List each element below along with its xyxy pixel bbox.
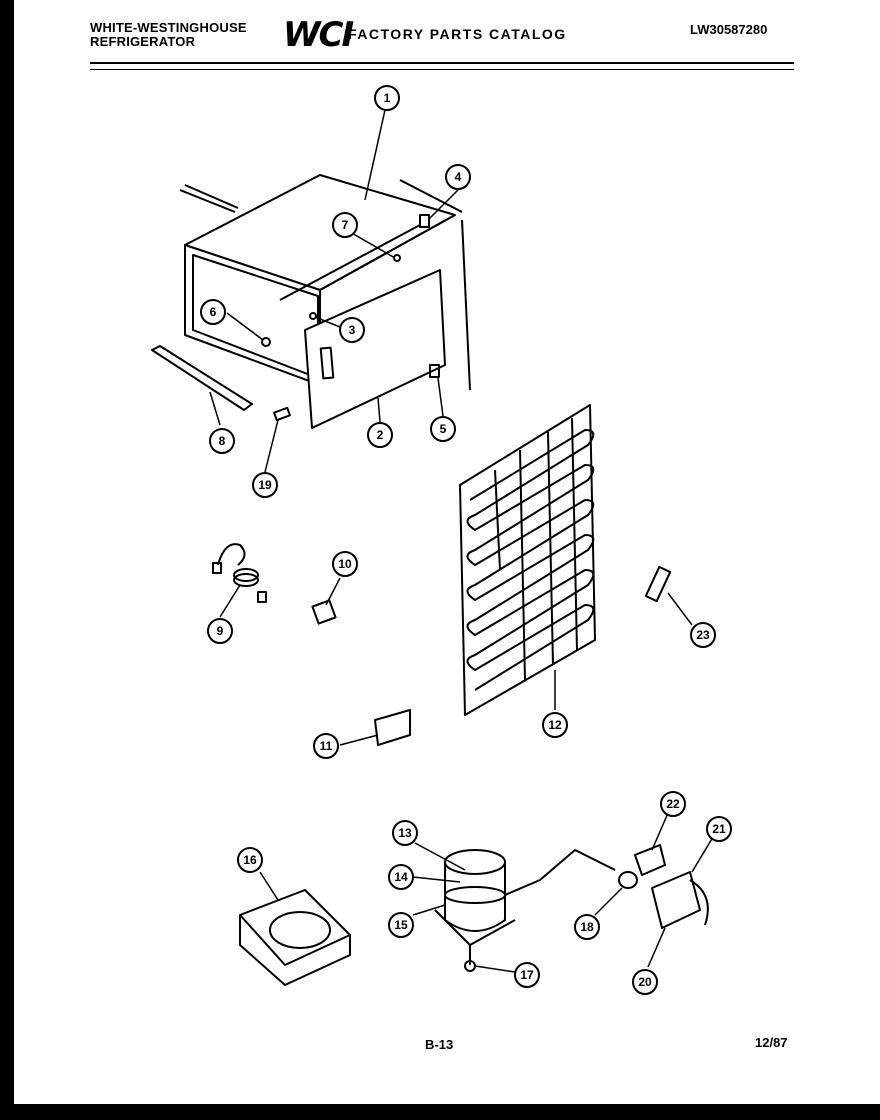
callout-21: 21 [706, 816, 732, 842]
svg-text:16: 16 [243, 853, 257, 867]
svg-text:22: 22 [666, 797, 680, 811]
svg-text:2: 2 [377, 428, 384, 442]
base-plate-part [239, 889, 351, 986]
door-part [304, 179, 471, 429]
evaporator-coil-part [459, 404, 596, 716]
relay-part-22 [634, 844, 666, 876]
leader-lines [209, 109, 714, 973]
svg-text:23: 23 [696, 628, 710, 642]
svg-text:11: 11 [320, 739, 333, 753]
scan-edge-bottom [0, 1104, 880, 1120]
sensor-part-23 [644, 565, 672, 603]
svg-text:18: 18 [580, 920, 594, 934]
callout-4: 4 [445, 164, 471, 190]
svg-text:5: 5 [440, 422, 447, 436]
brand-line-2: REFRIGERATOR [90, 34, 196, 49]
bracket-part-19 [273, 406, 291, 422]
catalog-date: 12/87 [755, 1035, 788, 1050]
catalog-title: FACTORY PARTS CATALOG [348, 26, 567, 42]
power-cord-part [212, 543, 267, 603]
svg-text:14: 14 [394, 870, 408, 884]
svg-text:15: 15 [394, 918, 408, 932]
model-number: LW30587280 [690, 22, 768, 37]
callout-11: 11 [313, 733, 339, 759]
callout-17: 17 [514, 962, 540, 988]
callout-10: 10 [332, 551, 358, 577]
screw-part-3 [309, 312, 317, 320]
bottom-rail-part [151, 345, 253, 411]
hinge-bottom-part [429, 364, 440, 378]
clip-part-10 [311, 599, 337, 625]
svg-text:13: 13 [398, 826, 412, 840]
callout-5: 5 [430, 416, 456, 442]
bracket-part-11 [374, 709, 411, 746]
svg-text:6: 6 [210, 305, 217, 319]
svg-text:1: 1 [384, 91, 391, 105]
wci-logo: WCI [283, 15, 354, 55]
callout-12: 12 [542, 712, 568, 738]
page-number: B-13 [425, 1037, 454, 1052]
callout-19: 19 [252, 472, 278, 498]
svg-text:7: 7 [342, 218, 349, 232]
callout-9: 9 [207, 618, 233, 644]
callout-23: 23 [690, 622, 716, 648]
callout-7: 7 [332, 212, 358, 238]
callout-15: 15 [388, 912, 414, 938]
callout-18: 18 [574, 914, 600, 940]
relay-cover-part-20 [651, 871, 701, 929]
svg-text:12: 12 [548, 718, 562, 732]
callout-2: 2 [367, 422, 393, 448]
clip-part-21 [689, 879, 709, 926]
svg-text:21: 21 [712, 822, 726, 836]
callout-6: 6 [200, 299, 226, 325]
brand-block: WHITE-WESTINGHOUSE REFRIGERATOR [90, 21, 247, 49]
hinge-top-part [419, 214, 430, 228]
callout-22: 22 [660, 791, 686, 817]
svg-text:9: 9 [217, 624, 224, 638]
callout-8: 8 [209, 428, 235, 454]
screw-part-6 [261, 337, 271, 347]
svg-text:4: 4 [455, 170, 462, 184]
overload-part-18 [618, 871, 638, 889]
svg-text:10: 10 [338, 557, 352, 571]
callout-16: 16 [237, 847, 263, 873]
svg-text:8: 8 [219, 434, 226, 448]
callout-3: 3 [339, 317, 365, 343]
svg-text:17: 17 [520, 968, 534, 982]
header-rule [90, 62, 794, 70]
scan-edge-left [0, 0, 14, 1110]
callout-13: 13 [392, 820, 418, 846]
brand-line-1: WHITE-WESTINGHOUSE [90, 20, 247, 35]
svg-text:20: 20 [638, 975, 652, 989]
svg-text:3: 3 [349, 323, 356, 337]
callout-20: 20 [632, 969, 658, 995]
callout-14: 14 [388, 864, 414, 890]
callout-1: 1 [374, 85, 400, 111]
svg-text:19: 19 [258, 478, 272, 492]
